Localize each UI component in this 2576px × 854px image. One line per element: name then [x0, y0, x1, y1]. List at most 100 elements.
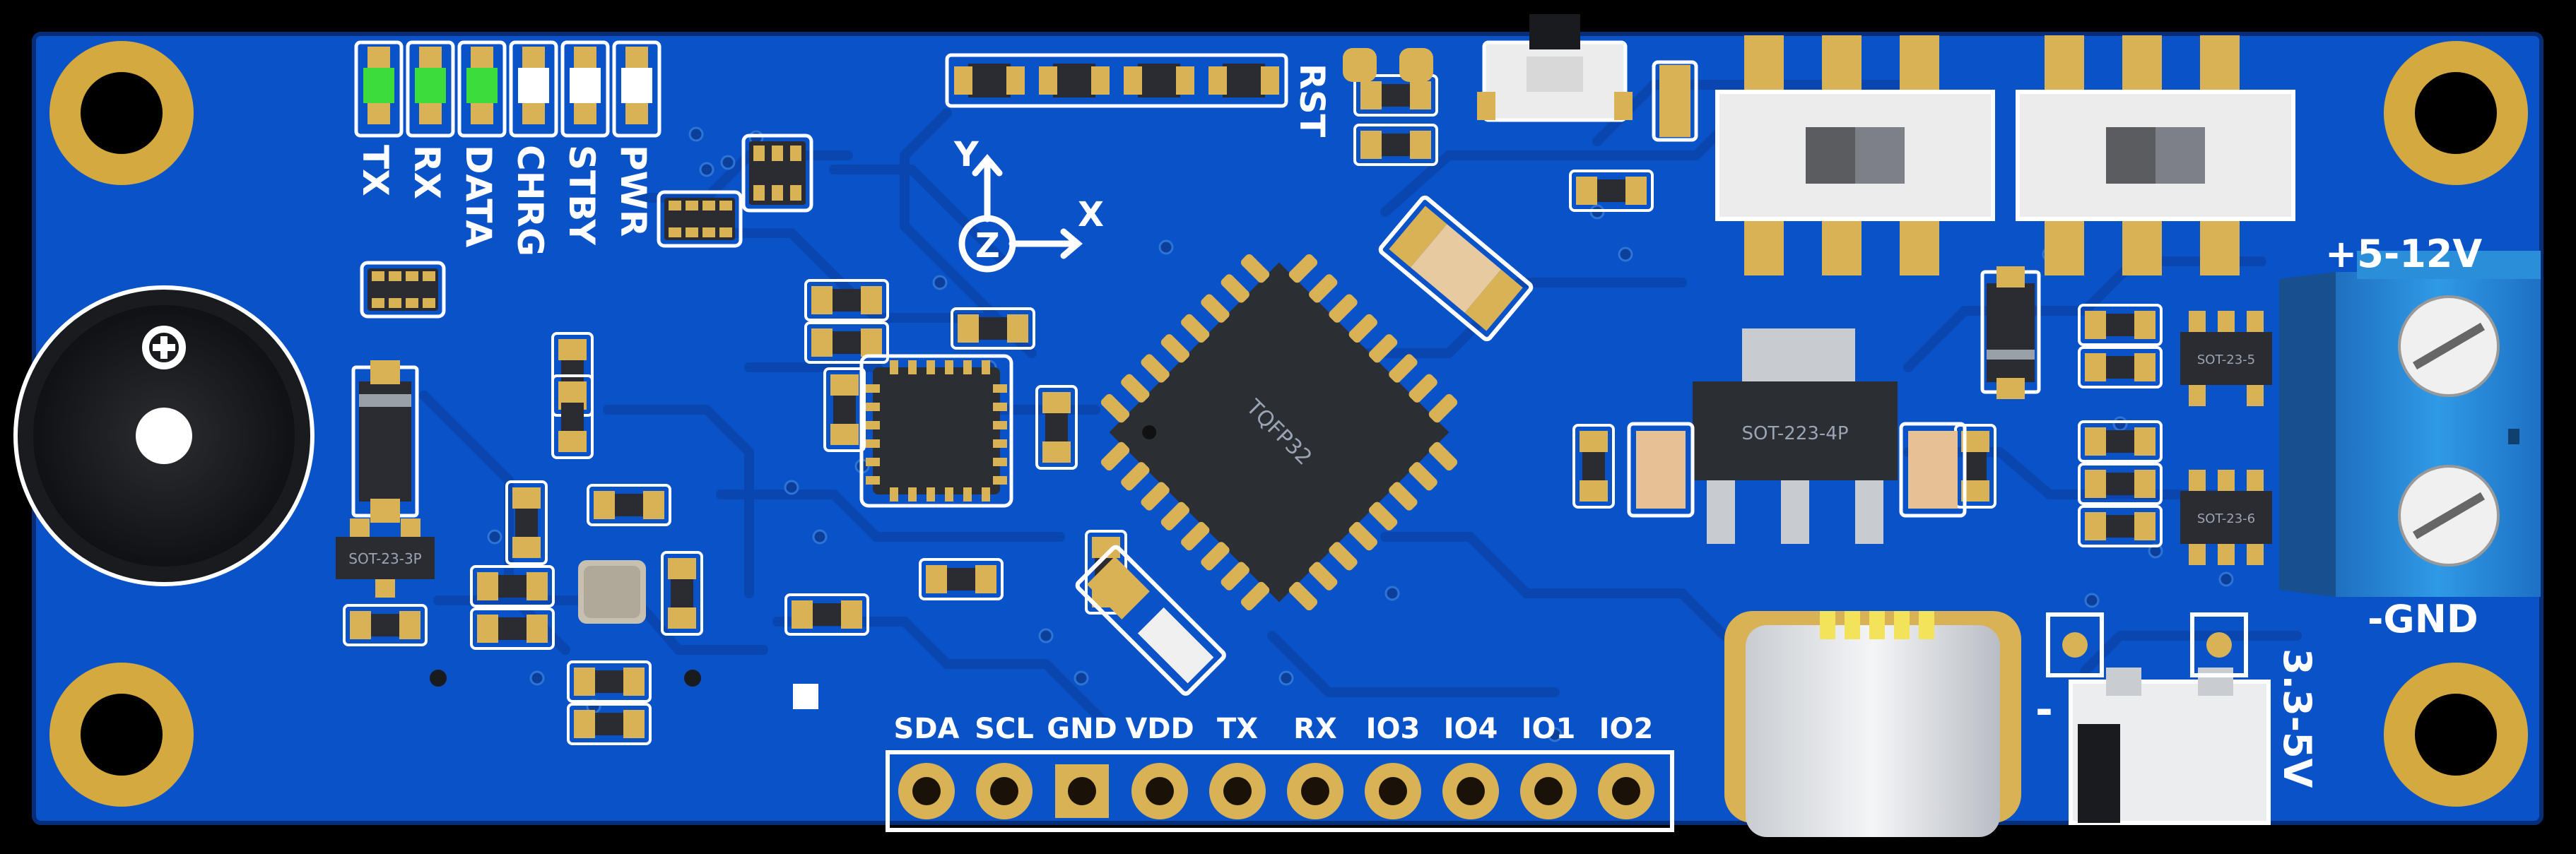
resistor-array: [360, 261, 446, 319]
resistor-array: [741, 134, 813, 213]
voltage-regulator: SOT-223-4P: [1693, 328, 1898, 544]
smd-component: [2078, 505, 2163, 547]
led-label: CHRG: [510, 145, 551, 256]
sot23-5-label: SOT-23-5: [2197, 352, 2255, 367]
header-pin-label: IO4: [1444, 713, 1498, 745]
smd-component: [919, 558, 1004, 600]
reset-cap: [1652, 60, 1698, 142]
usb-c-connector[interactable]: [1724, 611, 2021, 837]
jst-connector[interactable]: [2069, 668, 2271, 825]
test-pad-square: [2046, 612, 2104, 677]
mounting-hole: [2384, 663, 2528, 807]
resistor-row: [945, 53, 1288, 108]
smd-component: [343, 604, 428, 646]
led-tx: TX: [354, 40, 404, 196]
fiducial: [684, 670, 701, 687]
test-pad-square: [2190, 612, 2248, 677]
slide-switch-1[interactable]: [1715, 35, 1995, 275]
header-pin-sda[interactable]: SDA: [894, 713, 960, 819]
sot23-6-label: SOT-23-6: [2197, 511, 2255, 526]
header-pin-io4[interactable]: IO4: [1442, 713, 1499, 819]
smd-component: [567, 703, 652, 745]
tantalum-cap: [1627, 422, 1695, 518]
fiducial: [793, 684, 818, 709]
pressure-sensor: [578, 560, 646, 624]
smd-component: [2078, 420, 2163, 463]
header-pin-label: VDD: [1125, 713, 1194, 745]
header-pin-label: RX: [1293, 713, 1337, 745]
mounting-hole: [49, 663, 194, 807]
smd-component: [505, 480, 548, 565]
inductor: [1378, 195, 1534, 342]
led-pwr: PWR: [612, 40, 661, 237]
smd-component: [661, 551, 703, 636]
smd-component: [1353, 124, 1438, 166]
crystal: [1075, 545, 1226, 696]
smd-component: [567, 660, 652, 703]
slide-switch-2[interactable]: [2016, 35, 2295, 275]
tantalum-cap: [1899, 422, 1967, 518]
smd-component: [2078, 463, 2163, 505]
smd-component: [804, 279, 889, 321]
axis-z-label: Z: [975, 226, 1000, 266]
power-input-label: +5-12V: [2325, 232, 2482, 276]
sot23-5-chip: SOT-23-5: [2180, 311, 2272, 406]
led-label: DATA: [458, 145, 499, 248]
smd-component: [470, 565, 555, 607]
led-stby: STBY: [560, 40, 610, 245]
header-pin-scl[interactable]: SCL: [975, 713, 1034, 819]
regulator-label: SOT-223-4P: [1741, 423, 1848, 444]
smd-component: [823, 367, 866, 452]
led-label: TX: [355, 145, 396, 196]
smd-component: [2078, 304, 2163, 346]
header-pin-label: GND: [1047, 713, 1117, 745]
header-pin-label: IO3: [1366, 713, 1421, 745]
rst-label: RST: [1292, 64, 1331, 138]
led-label: RX: [406, 145, 447, 199]
buzzer: [13, 285, 314, 586]
sot23-3-label: SOT-23-3P: [348, 550, 422, 567]
screw-terminal[interactable]: [2279, 251, 2541, 597]
smd-component: [1569, 170, 1654, 212]
screw-icon: [2398, 465, 2500, 567]
diode: [351, 360, 419, 523]
header-pin-gnd[interactable]: GND: [1047, 713, 1117, 818]
smd-component: [1572, 424, 1615, 509]
led-label: STBY: [561, 145, 602, 245]
axis-x-label: X: [1078, 195, 1104, 235]
smd-component: [551, 374, 594, 459]
led-data: DATA: [457, 40, 507, 248]
sot23-3-chip: SOT-23-3P: [336, 518, 435, 598]
smd-component: [587, 484, 671, 526]
resistor-array: [657, 190, 743, 248]
diode: [1980, 266, 2041, 399]
header-pin-label: SDA: [894, 713, 960, 745]
mounting-hole: [2384, 41, 2528, 185]
gnd-label: -GND: [2368, 597, 2478, 641]
header-pin-label: TX: [1217, 713, 1258, 745]
header-pin-io3[interactable]: IO3: [1365, 713, 1421, 819]
header-pin-rx[interactable]: RX: [1287, 713, 1343, 819]
reset-button[interactable]: [1477, 14, 1633, 122]
header-pin-io2[interactable]: IO2: [1598, 713, 1654, 819]
smd-component: [470, 607, 555, 650]
header-pin-tx[interactable]: TX: [1209, 713, 1266, 819]
fiducial: [430, 670, 447, 687]
smd-component: [784, 593, 869, 636]
header-pin-label: IO2: [1599, 713, 1654, 745]
mounting-holes: [49, 41, 2528, 807]
mcu-chip: TQFP32: [1100, 254, 1458, 611]
led-rx: RX: [406, 40, 455, 199]
header-pin-vdd[interactable]: VDD: [1125, 713, 1194, 819]
header-pin-label: IO1: [1522, 713, 1576, 745]
led-label: PWR: [613, 145, 654, 237]
smd-component: [1353, 74, 1438, 117]
plus-mark: [142, 326, 186, 369]
axis-marker: [958, 154, 1083, 273]
header-pin-io1[interactable]: IO1: [1520, 713, 1577, 819]
sot23-6-chip: SOT-23-6: [2180, 470, 2272, 565]
led-chrg: CHRG: [509, 40, 558, 256]
